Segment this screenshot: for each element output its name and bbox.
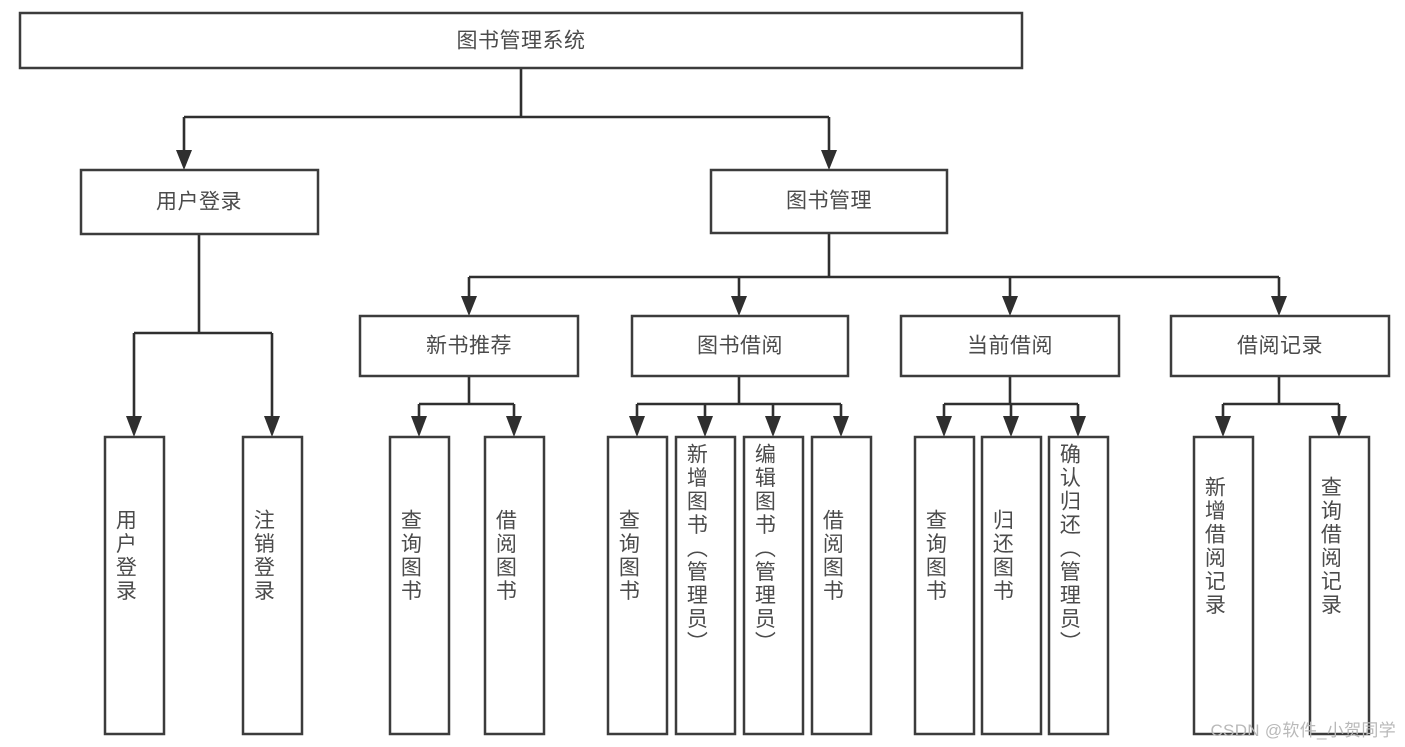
leaf-boxes bbox=[103, 435, 1371, 736]
node-box-user-login[interactable] bbox=[79, 168, 320, 236]
node-label-root: 图书管理系统 bbox=[457, 30, 586, 53]
node-label-current-borrow: 当前借阅 bbox=[967, 335, 1053, 358]
arrow-head-leaf-confirm-return bbox=[1070, 416, 1086, 437]
arrow-head-leaf-logout-login bbox=[264, 416, 280, 437]
node-box-leaf-edit-book[interactable] bbox=[742, 435, 805, 736]
connector-group-current-borrow bbox=[936, 376, 1086, 437]
node-box-current-borrow[interactable] bbox=[899, 314, 1121, 378]
node-book-management[interactable]: 图书管理 bbox=[709, 168, 949, 235]
node-borrow-record[interactable]: 借阅记录 bbox=[1169, 314, 1391, 378]
arrow-head-leaf-return-book bbox=[1003, 416, 1019, 437]
node-box-leaf-confirm-return[interactable] bbox=[1047, 435, 1110, 736]
connector-group-root bbox=[176, 68, 837, 170]
node-label-book-management: 图书管理 bbox=[786, 190, 872, 213]
node-box-leaf-query-book-current[interactable] bbox=[913, 435, 976, 736]
node-current-borrow[interactable]: 当前借阅 bbox=[899, 314, 1121, 378]
arrow-head-borrow-record bbox=[1271, 296, 1287, 316]
node-label-borrow-record: 借阅记录 bbox=[1237, 335, 1323, 358]
arrow-head-leaf-query-book-rec bbox=[411, 416, 427, 437]
arrow-head-leaf-query-book-current bbox=[936, 416, 952, 437]
node-box-leaf-logout-login[interactable] bbox=[241, 435, 304, 736]
connector-group-borrow-record bbox=[1215, 376, 1347, 437]
arrow-head-book-management bbox=[821, 150, 837, 170]
node-label-user-login: 用户登录 bbox=[156, 191, 242, 214]
node-new-book-recommend[interactable]: 新书推荐 bbox=[358, 314, 580, 378]
arrow-head-leaf-query-borrow-record bbox=[1331, 416, 1347, 437]
arrow-head-user-login bbox=[176, 150, 192, 170]
connector-group-new-book-recommend bbox=[411, 376, 522, 437]
node-box-book-borrow[interactable] bbox=[630, 314, 850, 378]
arrow-head-leaf-query-book-borrow bbox=[629, 416, 645, 437]
node-box-leaf-borrow-book-rec[interactable] bbox=[483, 435, 546, 736]
node-label-new-book-recommend: 新书推荐 bbox=[426, 335, 512, 358]
arrow-head-current-borrow bbox=[1002, 296, 1018, 316]
node-box-leaf-add-book[interactable] bbox=[674, 435, 737, 736]
arrow-head-leaf-borrow-book-rec bbox=[506, 416, 522, 437]
node-box-book-management[interactable] bbox=[709, 168, 949, 235]
node-box-leaf-borrow-book[interactable] bbox=[810, 435, 873, 736]
node-book-borrow[interactable]: 图书借阅 bbox=[630, 314, 850, 378]
arrow-head-leaf-add-borrow-record bbox=[1215, 416, 1231, 437]
connector-group-user-login bbox=[126, 234, 280, 437]
arrow-head-new-book-recommend bbox=[461, 296, 477, 316]
node-root[interactable]: 图书管理系统 bbox=[18, 11, 1024, 70]
arrow-head-leaf-add-book bbox=[697, 416, 713, 437]
node-box-root[interactable] bbox=[18, 11, 1024, 70]
arrow-head-leaf-edit-book bbox=[765, 416, 781, 437]
connector-group-book-management bbox=[461, 233, 1287, 316]
node-box-leaf-query-book-rec[interactable] bbox=[388, 435, 451, 736]
node-box-leaf-user-login[interactable] bbox=[103, 435, 166, 736]
connector-group-book-borrow bbox=[629, 376, 849, 437]
node-box-new-book-recommend[interactable] bbox=[358, 314, 580, 378]
node-user-login[interactable]: 用户登录 bbox=[79, 168, 320, 236]
arrow-head-leaf-borrow-book bbox=[833, 416, 849, 437]
node-box-leaf-query-book-borrow[interactable] bbox=[606, 435, 669, 736]
node-box-leaf-query-borrow-record[interactable] bbox=[1308, 435, 1371, 736]
node-box-leaf-add-borrow-record[interactable] bbox=[1192, 435, 1255, 736]
node-label-book-borrow: 图书借阅 bbox=[697, 335, 783, 358]
node-box-borrow-record[interactable] bbox=[1169, 314, 1391, 378]
csdn-watermark: CSDN @软件_小贺同学 bbox=[1210, 721, 1396, 740]
arrow-head-book-borrow bbox=[731, 296, 747, 316]
node-box-leaf-return-book[interactable] bbox=[980, 435, 1043, 736]
arrow-head-leaf-user-login bbox=[126, 416, 142, 437]
